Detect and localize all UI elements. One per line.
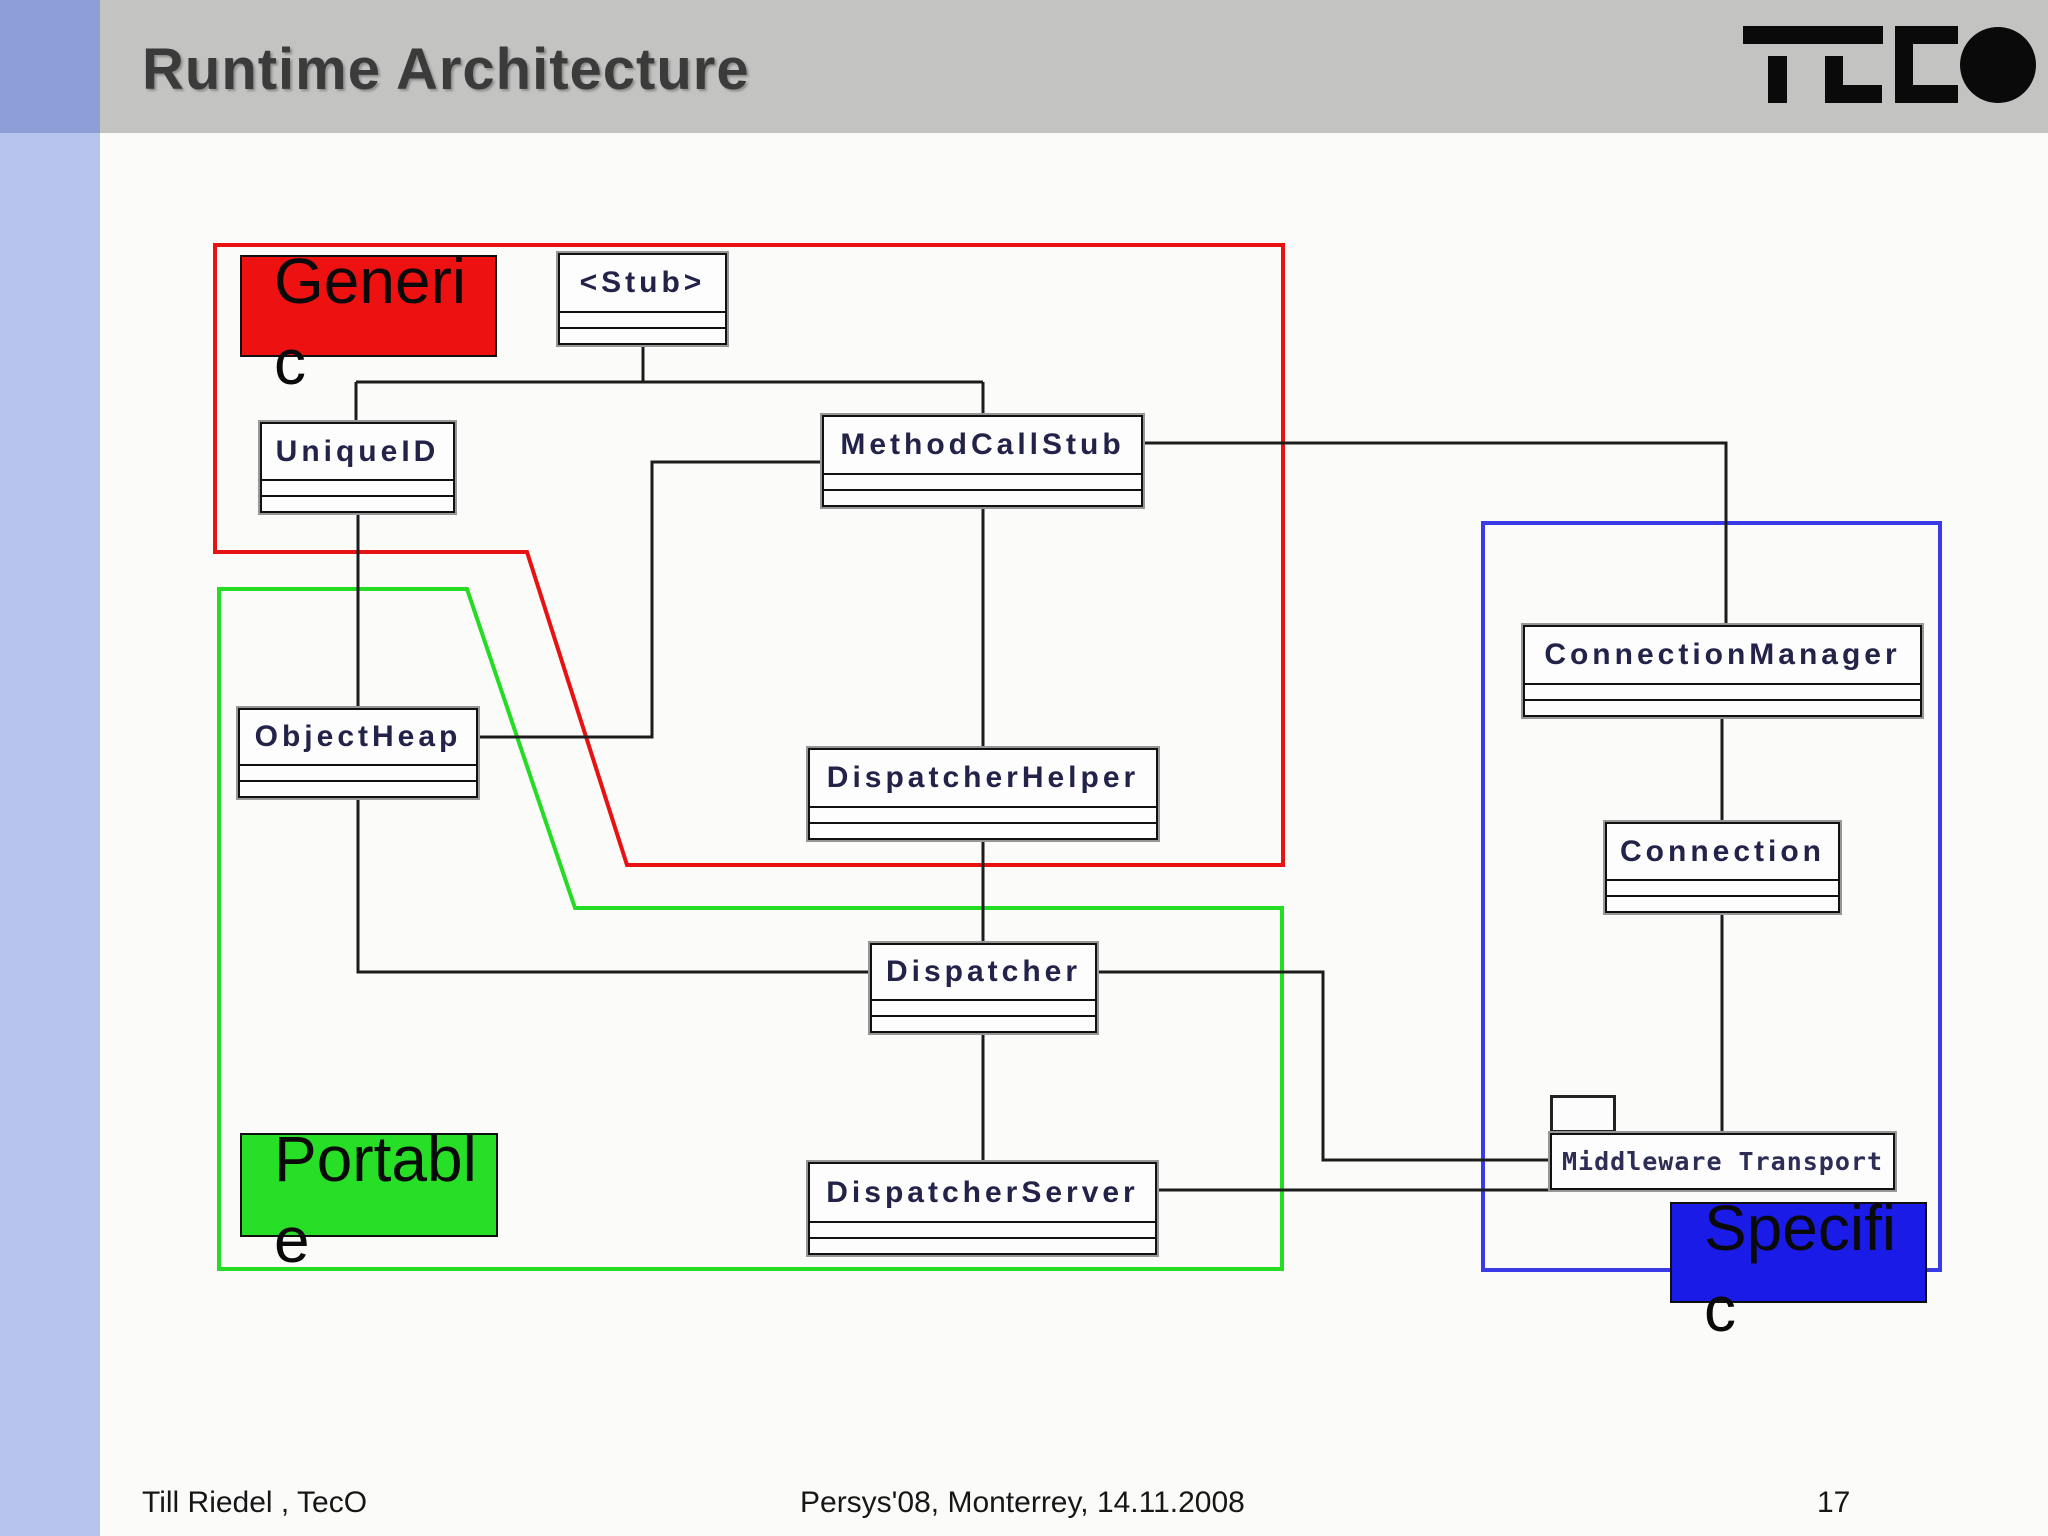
specific-label: Specifi c <box>1670 1192 1927 1345</box>
footer-author: Till Riedel , TecO <box>142 1486 368 1519</box>
package-tab <box>1550 1095 1616 1133</box>
class-box-uniqueid: UniqueID <box>260 422 455 513</box>
class-compartment <box>810 1221 1155 1237</box>
class-compartment <box>810 822 1156 838</box>
class-compartment <box>262 479 453 495</box>
connector-dispatcher-middleware <box>1097 970 1550 1162</box>
sidebar-accent-top <box>0 0 100 133</box>
class-compartment <box>560 327 725 343</box>
portable-region-outline <box>217 587 1284 1271</box>
class-compartment <box>1525 699 1920 715</box>
generic-label: Generi c <box>240 245 497 398</box>
class-name: Middleware Transport <box>1561 1147 1884 1176</box>
footer-page-number: 17 <box>1817 1486 1851 1519</box>
footer-venue: Persys'08, Monterrey, 14.11.2008 <box>800 1486 1245 1519</box>
class-compartment <box>810 1237 1155 1253</box>
class-name: ConnectionManager <box>1544 638 1901 671</box>
class-compartment <box>240 780 476 796</box>
class-compartment <box>1607 895 1838 911</box>
specific-label-text: Specifi c <box>1704 1192 1897 1345</box>
class-compartment <box>560 311 725 327</box>
class-box-objectheap: ObjectHeap <box>238 708 478 798</box>
class-compartment <box>824 473 1141 489</box>
connector-objectheap-methodcallstub <box>478 460 822 739</box>
class-box-dispatcherserver: DispatcherServer <box>808 1162 1157 1255</box>
class-name: DispatcherServer <box>826 1175 1139 1209</box>
class-box-methodcallstub: MethodCallStub <box>822 415 1143 507</box>
class-compartment <box>872 999 1095 1015</box>
class-compartment <box>824 489 1141 505</box>
class-compartment <box>240 764 476 780</box>
class-compartment <box>810 806 1156 822</box>
class-box-dispatcher: Dispatcher <box>870 943 1097 1033</box>
page-title: Runtime Architecture <box>142 37 750 102</box>
class-box-connection: Connection <box>1605 822 1840 913</box>
class-compartment <box>1607 879 1838 895</box>
class-compartment <box>872 1015 1095 1031</box>
generic-label-text: Generi c <box>274 245 467 398</box>
class-name: Dispatcher <box>885 955 1082 988</box>
class-compartment <box>1525 683 1920 699</box>
connector-objectheap-dispatcher <box>356 798 870 974</box>
portable-label: Portabl e <box>240 1123 498 1276</box>
class-box-stub: <Stub> <box>558 253 727 345</box>
portable-label-text: Portabl e <box>274 1123 477 1276</box>
class-name: Connection <box>1620 834 1825 868</box>
sidebar-accent-bottom <box>0 133 100 1536</box>
class-name: <Stub> <box>579 266 706 299</box>
class-box-dispatcherhelper: DispatcherHelper <box>808 748 1158 840</box>
title-bar <box>100 0 2048 133</box>
class-box-connectionmanager: ConnectionManager <box>1523 625 1922 717</box>
connector-methodcallstub-connectionmanager <box>1143 441 1728 625</box>
class-name: ObjectHeap <box>254 720 462 753</box>
class-box-middleware-transport: Middleware Transport <box>1550 1133 1895 1190</box>
class-name: MethodCallStub <box>840 428 1125 461</box>
class-name: UniqueID <box>275 434 440 468</box>
class-compartment <box>262 495 453 511</box>
teco-logo-icon <box>1743 26 2036 103</box>
generic-region-outline <box>213 243 1285 867</box>
class-name: DispatcherHelper <box>826 761 1140 794</box>
